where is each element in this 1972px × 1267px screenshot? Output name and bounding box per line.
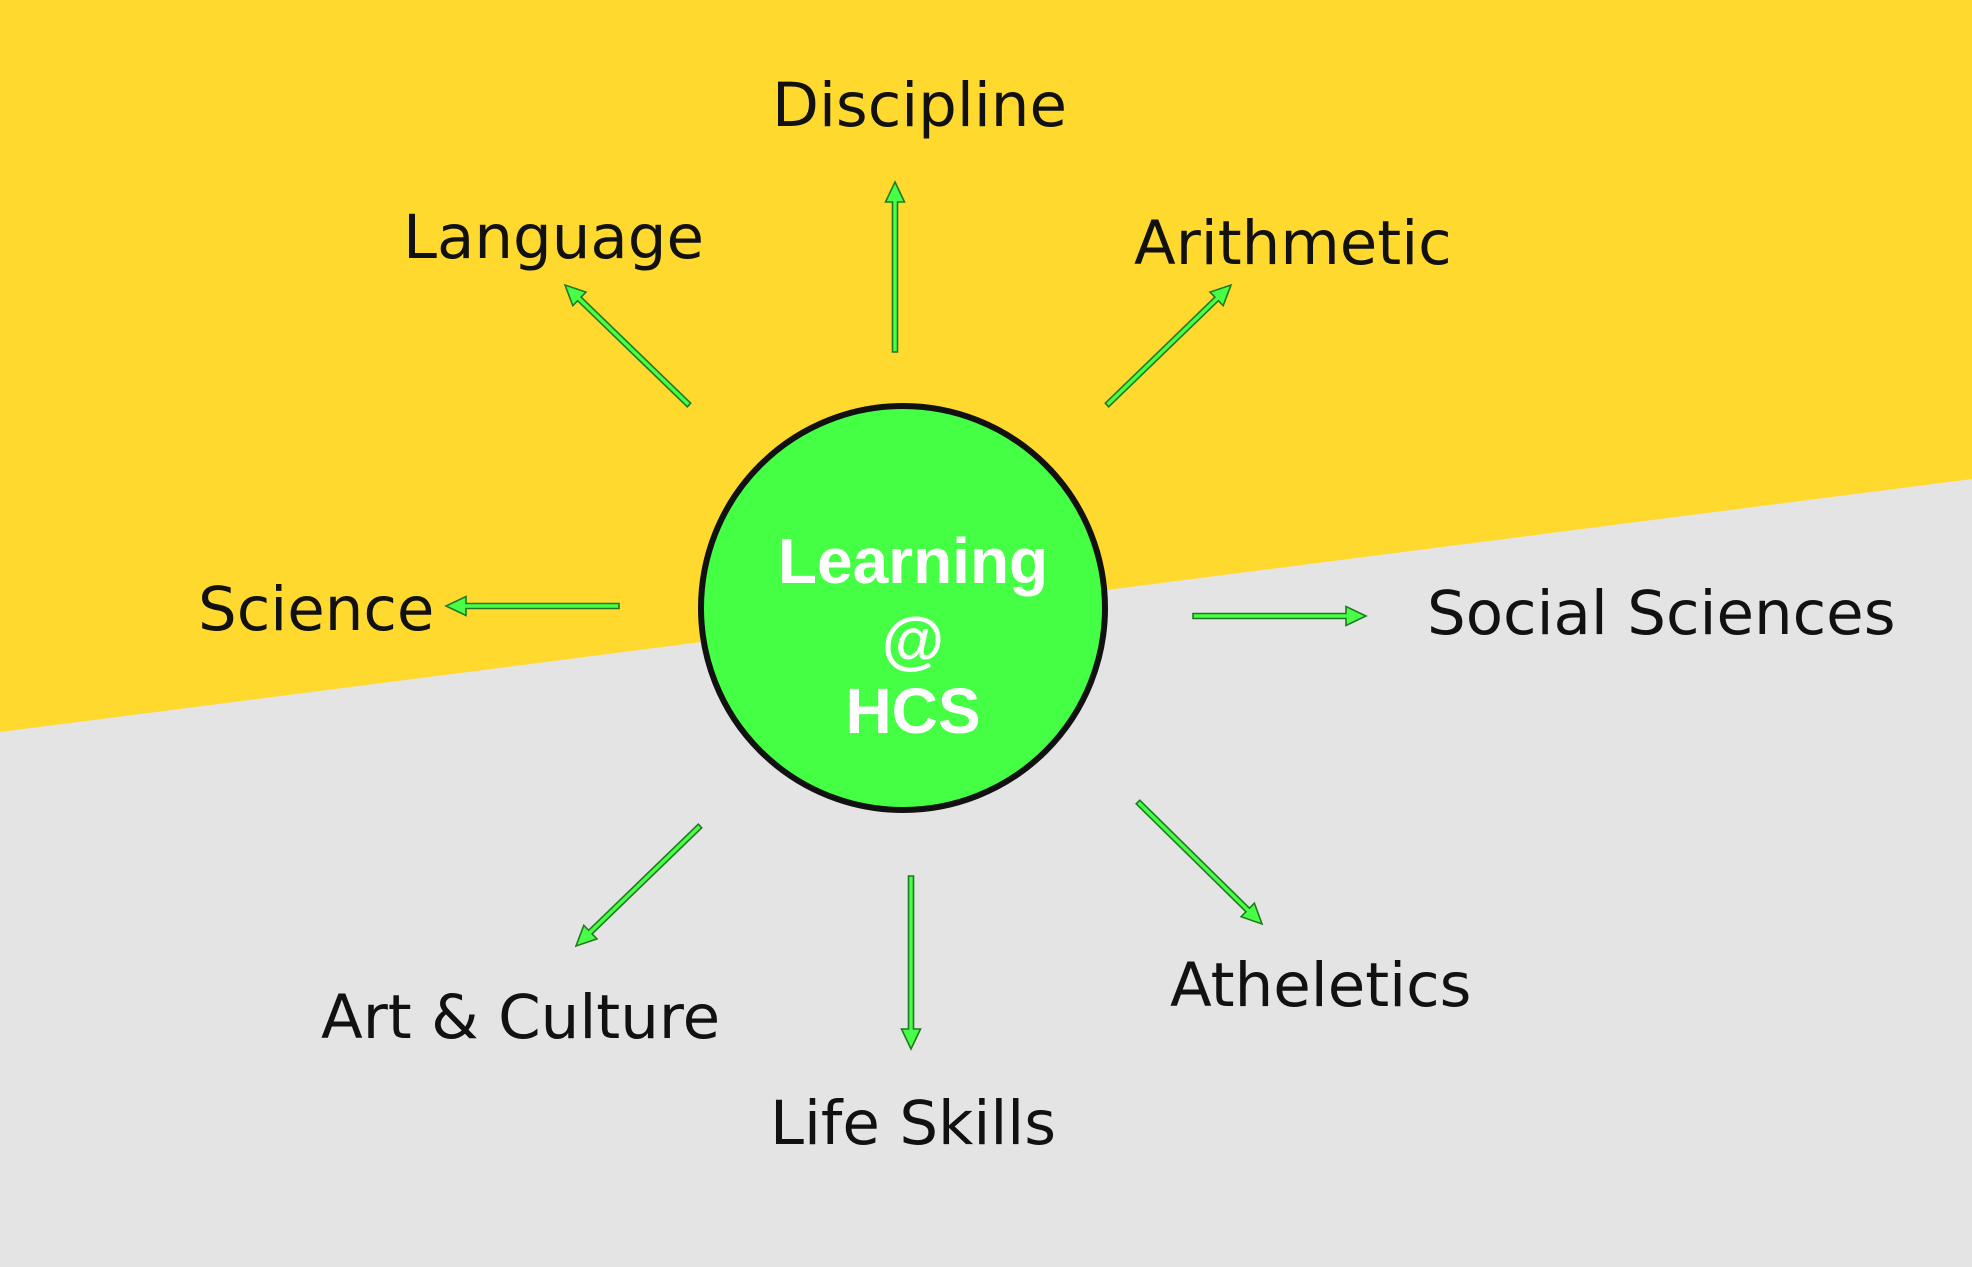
hub: Learning @ HCS bbox=[698, 403, 1108, 813]
branch-label-arithmetic: Arithmetic bbox=[1134, 208, 1452, 279]
branch-labels: Discipline Language Arithmetic Science S… bbox=[198, 70, 1896, 1159]
branch-label-science: Science bbox=[198, 574, 434, 645]
arrow-social-sciences bbox=[1192, 605, 1368, 627]
branch-label-discipline: Discipline bbox=[772, 70, 1067, 141]
branch-label-life-skills: Life Skills bbox=[770, 1088, 1056, 1159]
arrow-science bbox=[444, 595, 620, 617]
branch-label-language: Language bbox=[403, 202, 704, 273]
branch-label-art-culture: Art & Culture bbox=[321, 982, 720, 1053]
branch-label-atheletics: Atheletics bbox=[1170, 950, 1471, 1021]
arrow-language bbox=[563, 283, 692, 408]
hub-circle bbox=[698, 403, 1108, 813]
background-top-band bbox=[0, 0, 1972, 732]
arrow-discipline bbox=[884, 180, 906, 353]
arrow-atheletics bbox=[1135, 799, 1264, 926]
arrow-art-culture bbox=[574, 823, 703, 948]
arrow-group bbox=[444, 180, 1368, 1051]
branch-label-social-sciences: Social Sciences bbox=[1427, 578, 1896, 649]
arrow-life-skills bbox=[900, 875, 922, 1051]
arrow-arithmetic bbox=[1104, 283, 1233, 408]
hub-line-1: Learning bbox=[778, 525, 1048, 597]
hub-line-2: @ bbox=[882, 604, 944, 676]
hub-line-3: HCS bbox=[845, 675, 980, 747]
